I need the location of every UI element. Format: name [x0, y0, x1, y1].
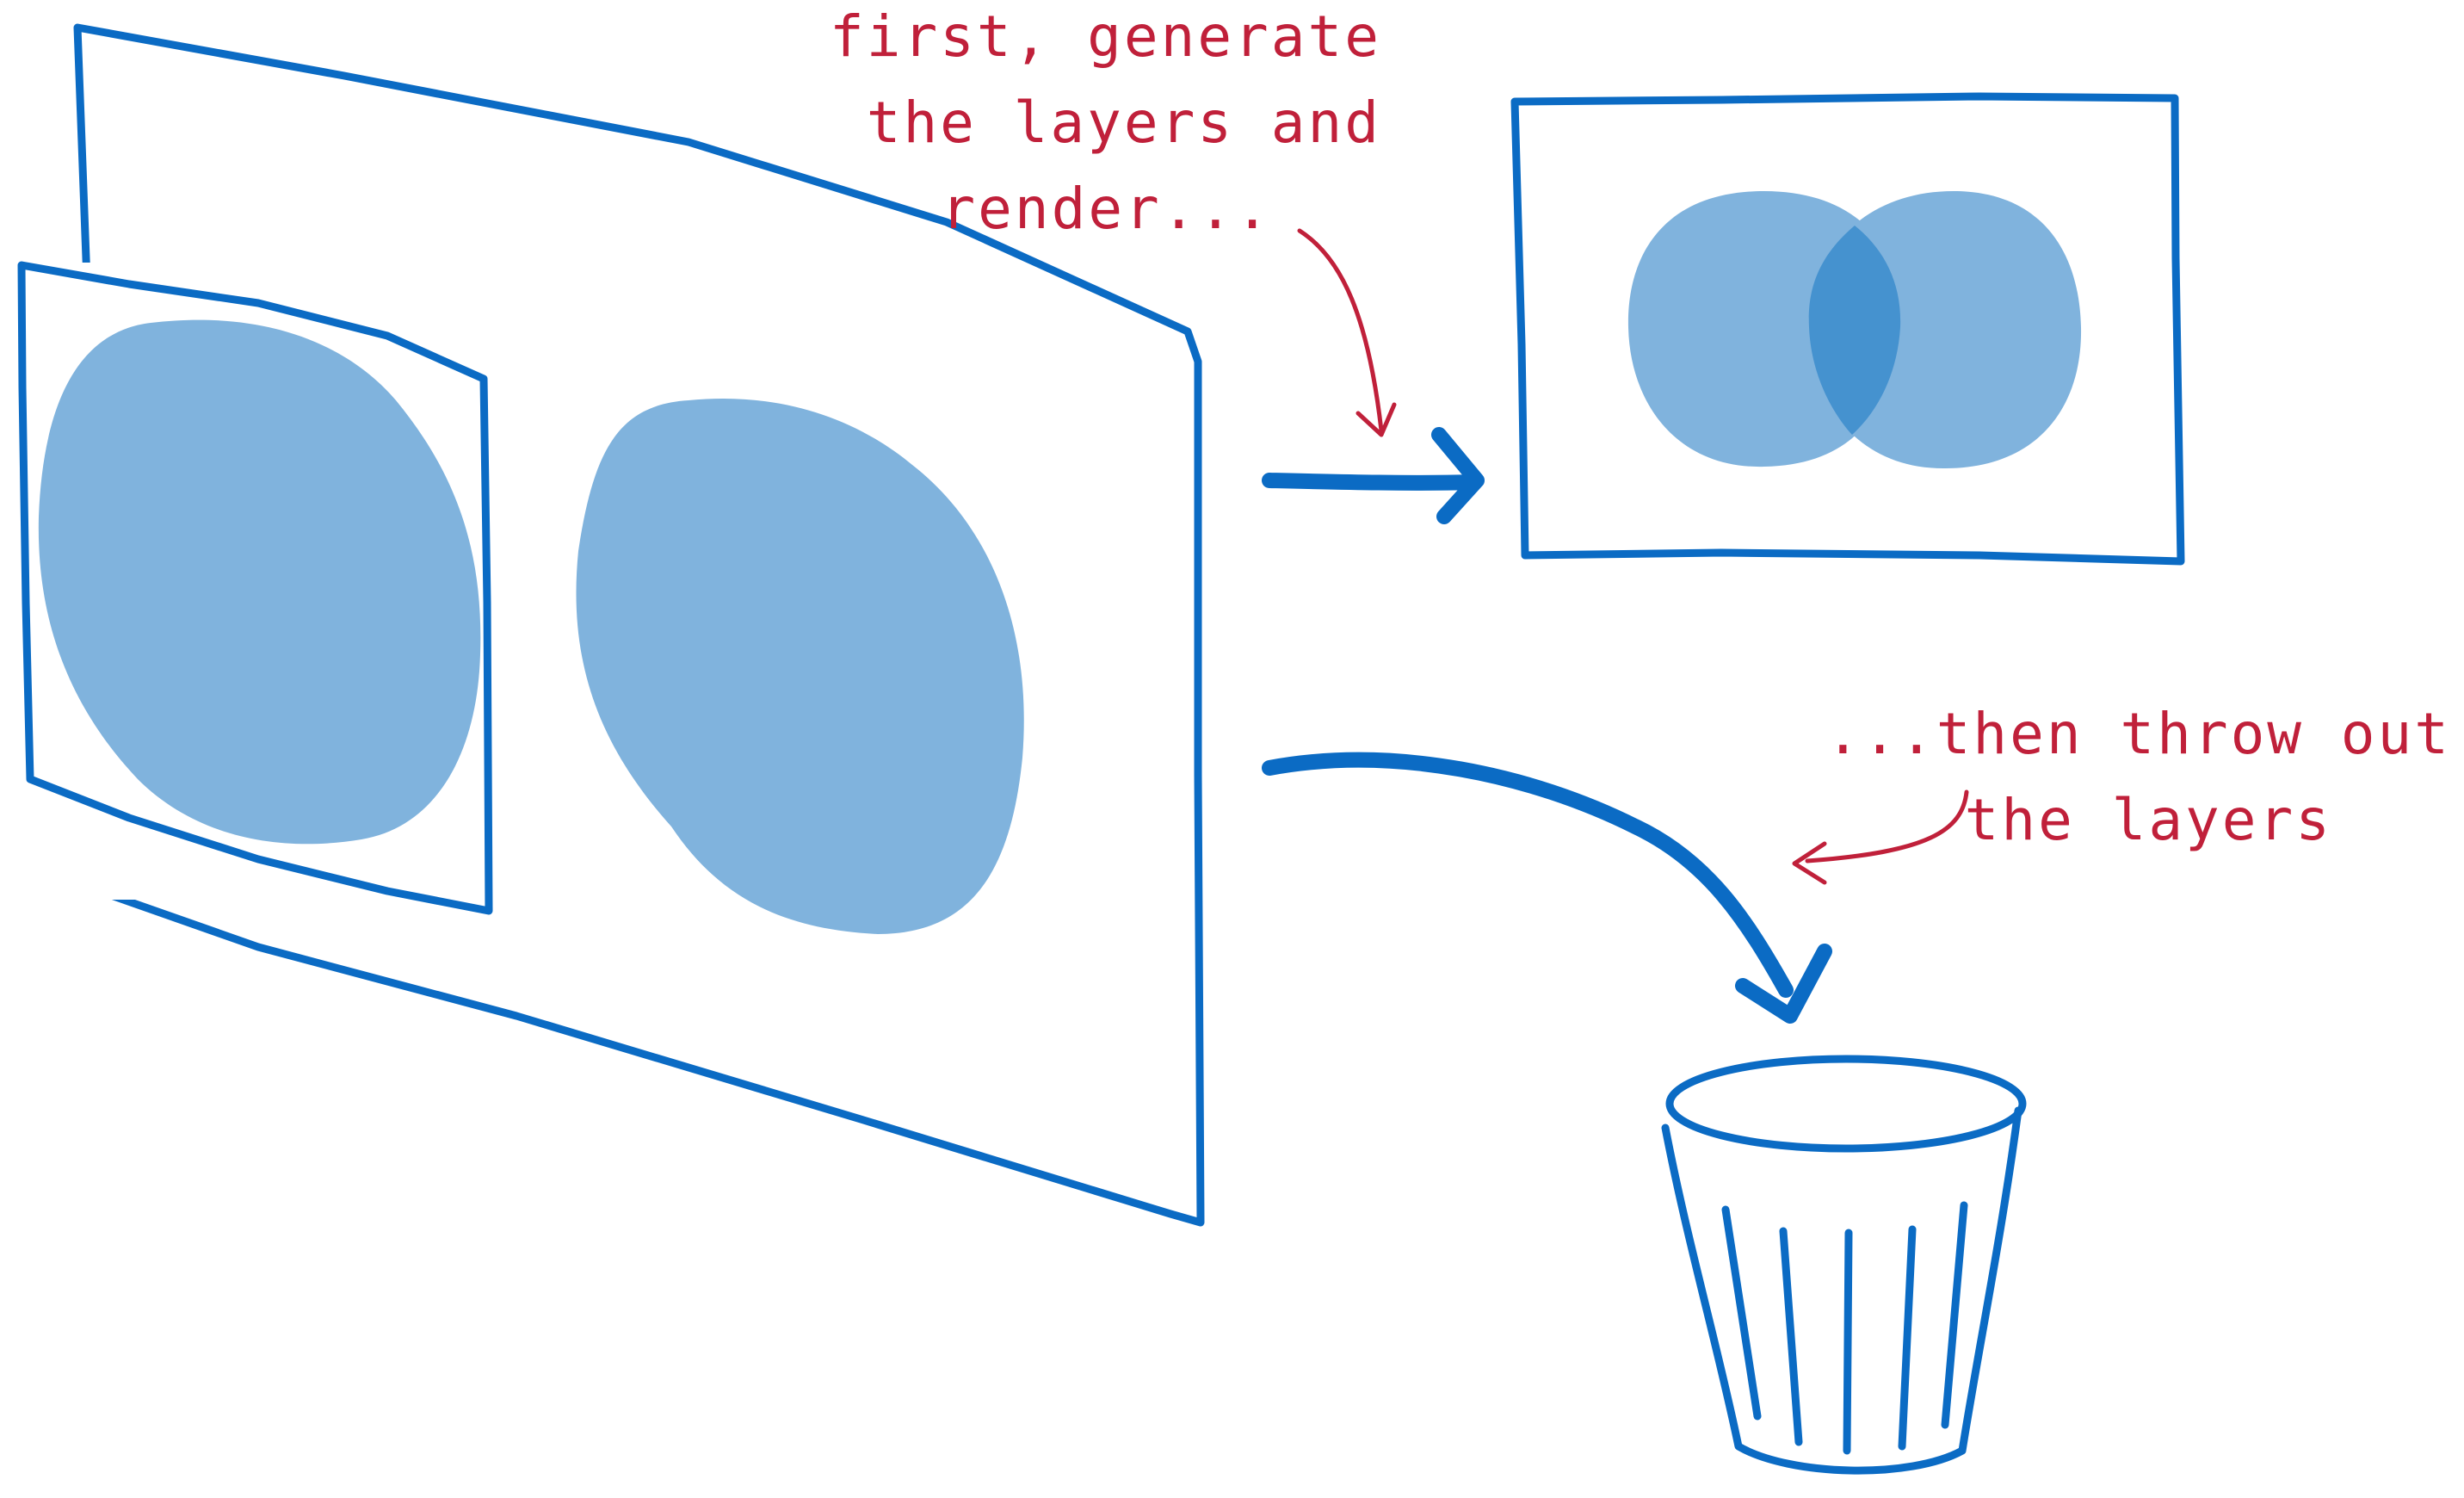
discard-note-line-2: the layers — [1965, 787, 2332, 853]
trash-rim — [1665, 1055, 2027, 1153]
discard-note-line-1: ...then throw out — [1825, 701, 2451, 767]
render-arrow — [1262, 427, 1485, 524]
rendered-overlap — [1808, 226, 1901, 435]
discard-arrow — [1262, 752, 1832, 1024]
discard-annotation: ...then throw out the layers — [1792, 701, 2451, 885]
render-note-line-3: render... — [941, 176, 1272, 242]
trash-ribs — [1721, 1201, 1968, 1455]
discard-pointer-arrow — [1792, 789, 1969, 885]
render-annotation: first, generate the layers and render... — [830, 3, 1397, 437]
render-pointer-arrow — [1297, 228, 1397, 437]
trash-body — [1661, 1106, 2022, 1475]
rendered-output — [1510, 92, 2185, 566]
render-note-line-2: the layers and — [867, 90, 1381, 156]
rendered-frame — [1510, 92, 2185, 566]
render-note-line-1: first, generate — [830, 3, 1381, 70]
back-layer-blob — [576, 398, 1024, 935]
front-layer-blob — [38, 319, 481, 845]
trash-can-icon — [1661, 1055, 2027, 1475]
front-layer-frame — [17, 261, 493, 915]
front-layer — [17, 261, 493, 915]
